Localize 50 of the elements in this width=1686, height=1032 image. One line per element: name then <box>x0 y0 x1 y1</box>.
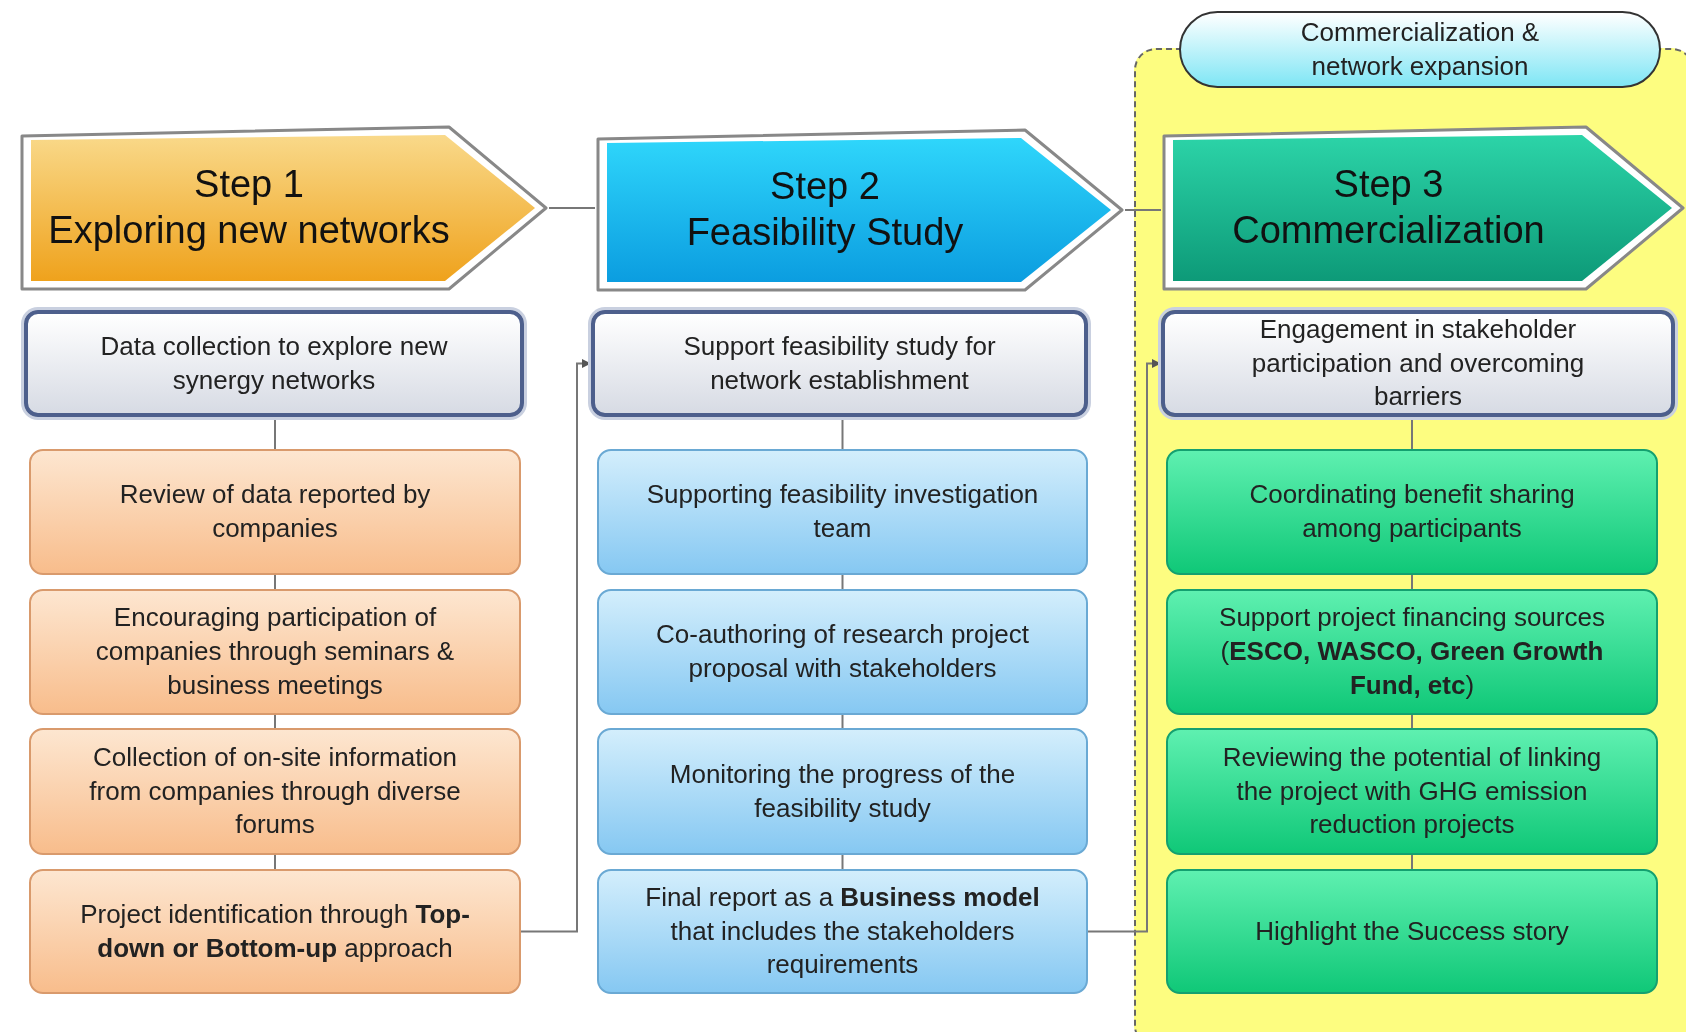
task-box <box>29 728 521 855</box>
task-box <box>24 310 524 417</box>
task-box <box>1166 869 1658 994</box>
task-box <box>29 449 521 575</box>
task-box <box>597 449 1088 575</box>
connector-line <box>1411 574 1413 590</box>
task-box <box>1166 449 1658 575</box>
connector-line <box>841 714 844 729</box>
connector-line <box>274 854 276 870</box>
connector-line <box>1411 854 1413 870</box>
task-text: Encouraging participation of companies through seminars & business meetings <box>94 601 456 702</box>
step-number: Step 1 <box>194 162 304 208</box>
task-text: Engagement in stakeholder participation and overcoming barriers <box>1250 312 1586 414</box>
task-text: Highlight the Success story <box>1255 914 1569 948</box>
connector-line <box>841 854 844 870</box>
step-banner <box>19 124 549 292</box>
connector-line <box>1411 714 1413 729</box>
task-text: Supporting feasibility investigation team <box>645 478 1040 545</box>
task-text: Monitoring the progress of the feasibility study <box>668 757 1017 825</box>
task-box <box>1161 310 1675 417</box>
task-text: Coordinating benefit sharing among participants <box>1248 478 1576 545</box>
task-box <box>597 589 1088 715</box>
step-title: Exploring new networks <box>48 208 450 253</box>
connector-line <box>841 574 844 590</box>
task-box <box>597 728 1088 855</box>
connector-line <box>274 714 276 729</box>
task-box <box>1166 589 1658 715</box>
task-box <box>597 869 1088 994</box>
step-number: Step 2 <box>770 164 880 210</box>
task-box <box>591 310 1088 417</box>
task-box <box>29 589 521 715</box>
step-title: Feasibility Study <box>686 210 964 255</box>
task-text: Final report as a Business model that includes the stakeholders requirements <box>644 880 1041 982</box>
task-text: Co-authoring of research project proposal with stakeholders <box>655 618 1030 685</box>
step-title: Commercialization <box>1232 208 1545 253</box>
connector-line <box>274 574 276 590</box>
task-text: Reviewing the potential of linking the project with GHG emission reduction projects <box>1221 740 1603 842</box>
task-text: Support feasibility study for network establishment <box>682 329 997 397</box>
task-text: Project identification through Top-down or Bottom-up approach <box>79 897 471 965</box>
task-box <box>1166 728 1658 855</box>
step-number: Step 3 <box>1333 162 1444 208</box>
connector-line <box>548 207 596 209</box>
task-text: Collection of on-site information from companies through diverse forums <box>88 740 462 842</box>
task-text: Support project financing sources (ESCO, WASCO, Green Growth Fund, etc) <box>1218 601 1606 702</box>
step-banner <box>595 127 1125 293</box>
task-text: Review of data reported by companies <box>118 478 432 545</box>
task-box <box>29 869 521 994</box>
connector-line <box>1124 209 1162 211</box>
task-text: Commercialization & network expansion <box>1299 15 1541 83</box>
task-text: Data collection to explore new synergy networks <box>99 329 449 397</box>
